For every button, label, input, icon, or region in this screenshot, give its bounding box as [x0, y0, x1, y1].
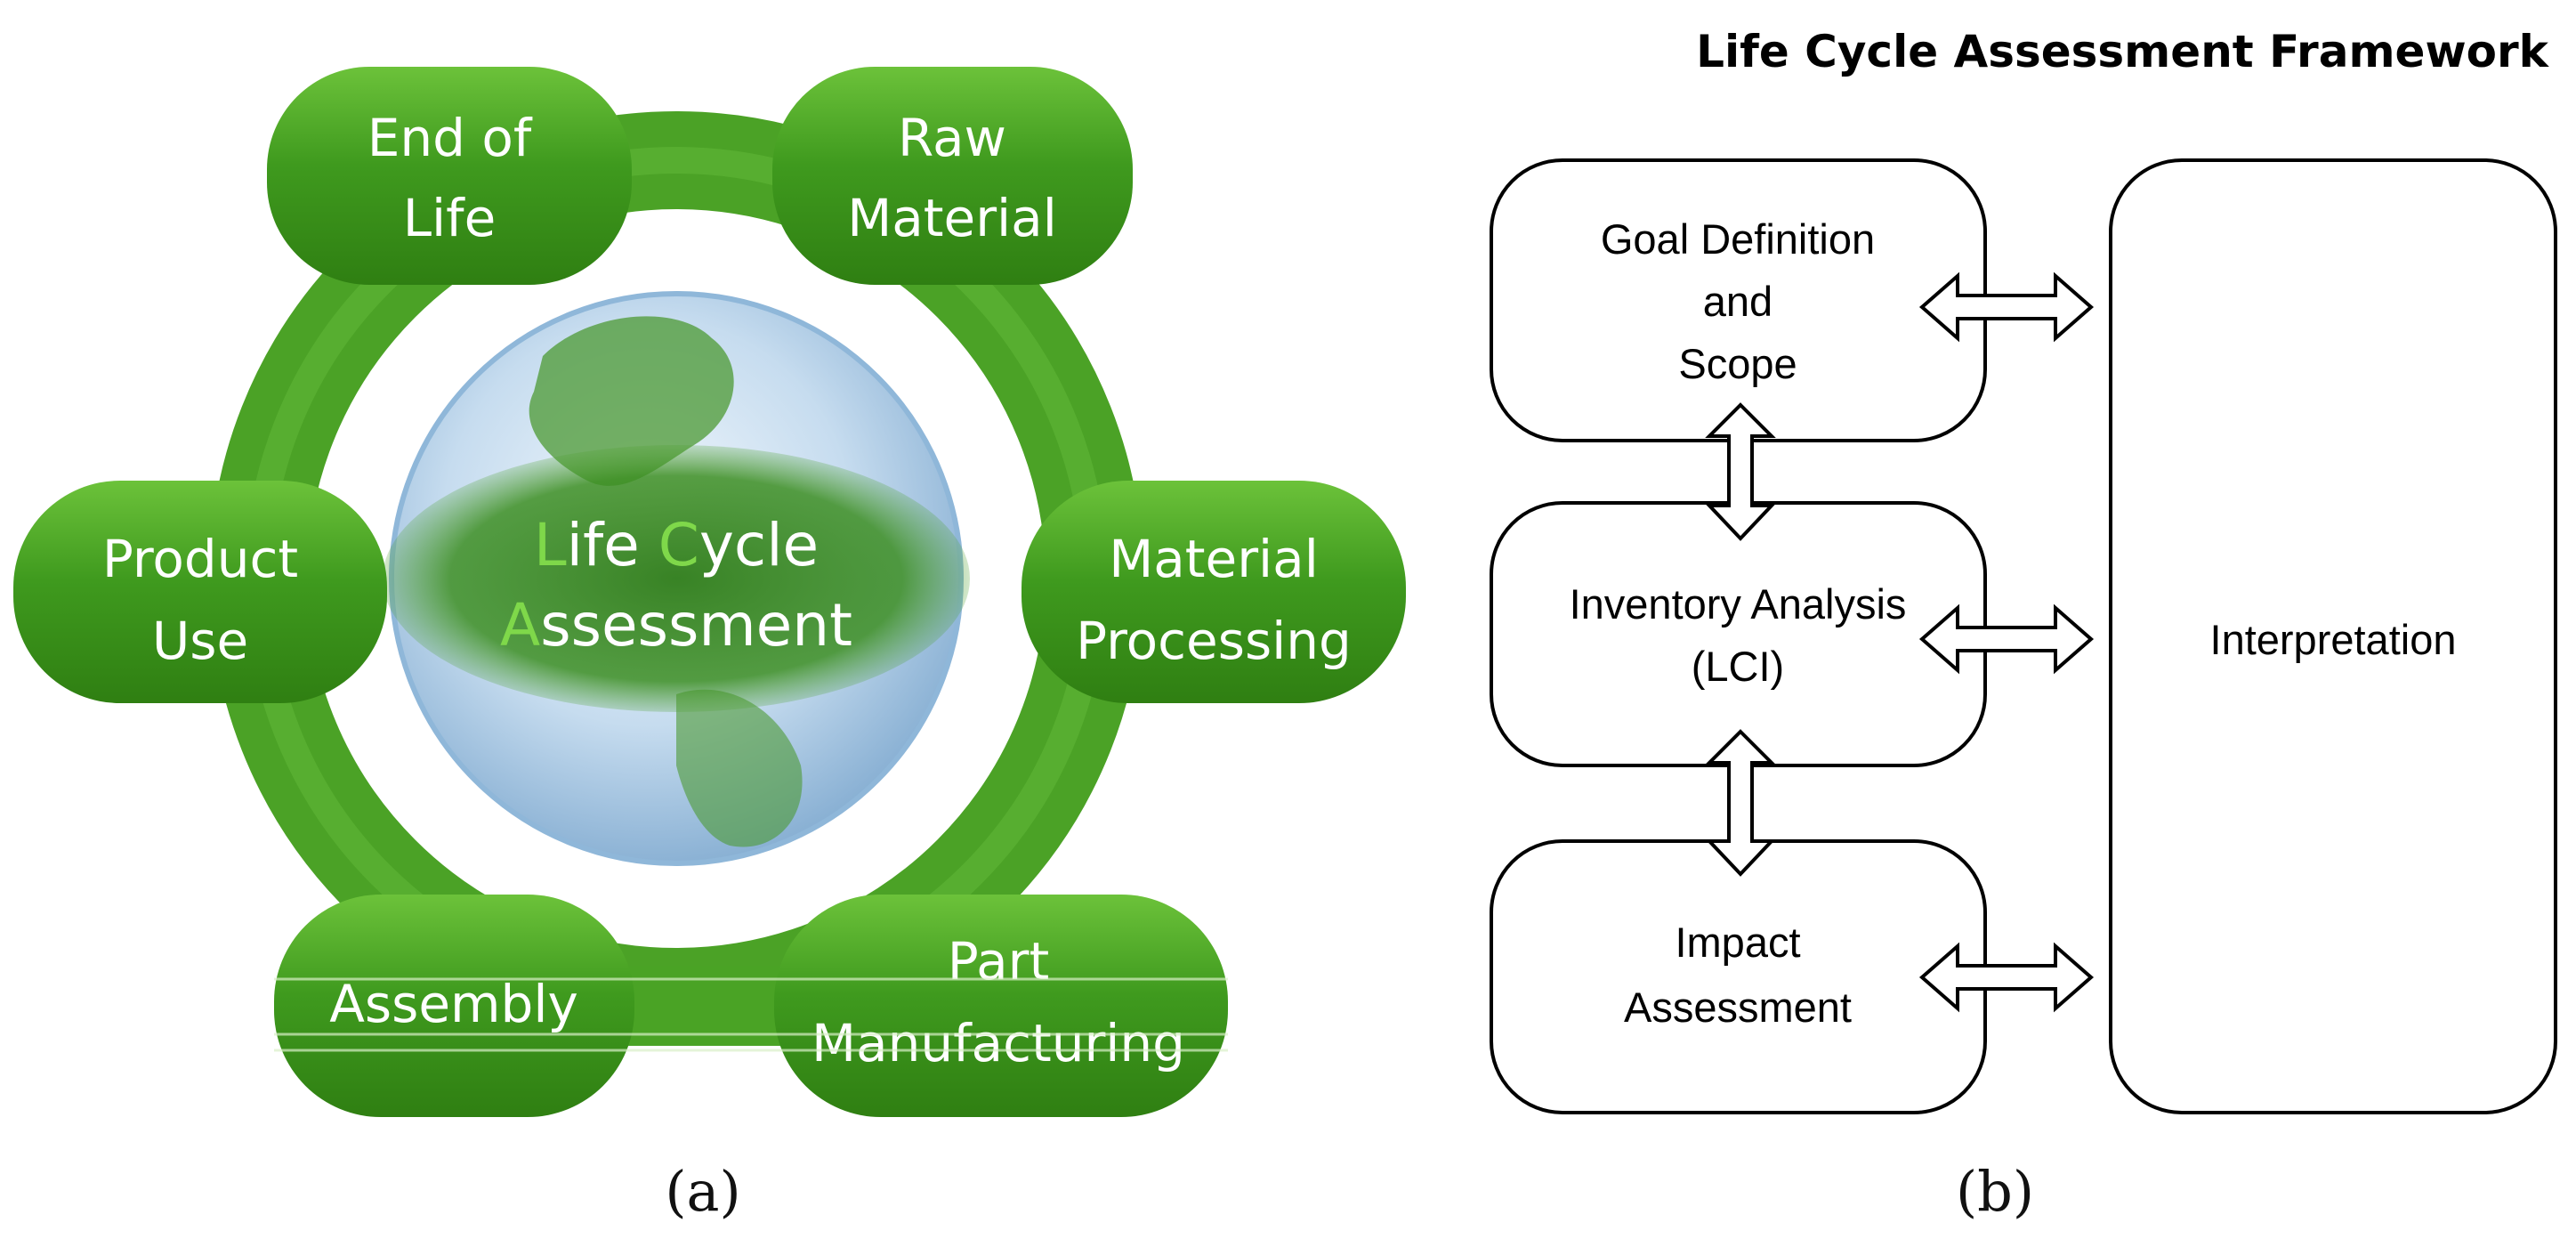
arrow-goal-interpretation [1918, 271, 2095, 343]
stage-material-processing: Material Processing [1022, 481, 1406, 703]
arrow-inventory-interpretation [1918, 603, 2095, 675]
stage-label-line2: Manufacturing [812, 1013, 1185, 1073]
globe-icon [383, 291, 970, 866]
interpretation-label: Interpretation [2210, 616, 2457, 663]
arrow-goal-inventory [1705, 402, 1776, 541]
stage-assembly: Assembly [274, 895, 634, 1117]
stage-label-line2: Processing [1076, 611, 1352, 671]
stage-raw-material: Raw Material [772, 67, 1133, 285]
goal-line3: Scope [1678, 340, 1797, 387]
stage-label-line1: Part [948, 931, 1050, 992]
stage-label-line1: Raw [898, 108, 1006, 168]
bottom-highlight-lines [274, 977, 1228, 1052]
stage-end-of-life: End of Life [267, 67, 632, 285]
caption-a: (a) [665, 1159, 740, 1224]
goal-line1: Goal Definition [1601, 215, 1875, 263]
box-interpretation [2109, 158, 2557, 1114]
stage-label-line2: Use [152, 611, 248, 671]
globe-title-line2: Assessment [500, 591, 852, 660]
stage-label-line1: Material [1109, 529, 1319, 589]
stage-label-line2: Life [403, 188, 497, 248]
inventory-line1: Inventory Analysis [1570, 580, 1907, 628]
stage-label-line1: Assembly [329, 974, 578, 1034]
box-inventory-analysis [1490, 501, 1987, 767]
globe-title-line1: Life Cycle [534, 511, 819, 579]
stage-label-line1: Product [102, 529, 298, 589]
box-impact-assessment [1490, 839, 1987, 1114]
framework-title: Life Cycle Assessment Framework [1696, 26, 2550, 77]
stage-part-manufacturing: Part Manufacturing [774, 895, 1228, 1117]
lca-framework-figure: Life Cycle Assessment Framework Goal Def… [1490, 26, 2557, 1224]
stage-label-line1: End of [367, 108, 533, 168]
stage-label-line2: Material [847, 188, 1057, 248]
lca-cycle-figure: Life Cycle Assessment End of Life Raw Ma… [13, 67, 1406, 1224]
stage-product-use: Product Use [13, 481, 387, 703]
arrow-impact-interpretation [1918, 942, 2095, 1013]
arrow-inventory-impact [1705, 729, 1776, 877]
inventory-line2: (LCI) [1692, 643, 1784, 690]
goal-line2: and [1703, 278, 1773, 325]
caption-b: (b) [1956, 1159, 2034, 1224]
impact-line2: Assessment [1624, 984, 1852, 1031]
impact-line1: Impact [1675, 919, 1800, 966]
